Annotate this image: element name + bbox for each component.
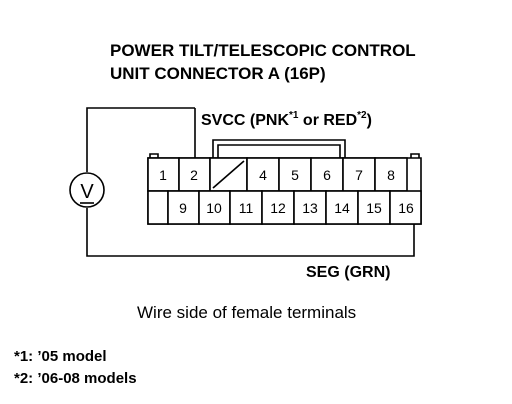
pin-cell-4 — [246, 157, 280, 192]
pin-cell-10 — [198, 190, 231, 225]
pin-cell-12 — [261, 190, 295, 225]
pin-label: 12 — [270, 200, 286, 216]
footnote-2: *2: ’06-08 models — [14, 370, 137, 387]
title-line-2: UNIT CONNECTOR A (16P) — [110, 64, 326, 83]
svcc-label-close: ) — [367, 112, 372, 129]
pin-label: 1 — [159, 167, 167, 183]
pin-label: 16 — [398, 200, 414, 216]
connector-latch — [212, 139, 346, 158]
empty-pin-slash — [212, 160, 245, 189]
pin-label: 11 — [239, 200, 254, 216]
pin-cell-7 — [342, 157, 376, 192]
connector-16p: 1 2 4 5 6 7 8 9 10 11 12 13 14 15 16 — [147, 139, 422, 225]
pin-label: 14 — [334, 200, 350, 216]
svcc-footnote-ref-1: *1 — [289, 110, 299, 121]
pin-label: 6 — [323, 167, 331, 183]
pin-cell-5 — [278, 157, 312, 192]
svcc-label-or: or RED — [298, 112, 357, 129]
svcc-label-main: SVCC (PNK — [201, 112, 289, 129]
diagram-caption: Wire side of female terminals — [137, 303, 356, 322]
pin-label: 4 — [259, 167, 267, 183]
bottom-row — [147, 190, 422, 225]
title-line-1: POWER TILT/TELESCOPIC CONTROL — [110, 41, 416, 60]
top-row — [147, 157, 408, 192]
voltmeter-icon: V — [69, 172, 105, 208]
pin-label: 2 — [190, 167, 198, 183]
pin-label: 9 — [179, 200, 187, 216]
pin-label: 15 — [366, 200, 382, 216]
seg-label: SEG (GRN) — [306, 264, 390, 281]
voltmeter-symbol: V — [80, 181, 94, 203]
svcc-footnote-ref-2: *2 — [357, 110, 367, 121]
pin-cell-15 — [357, 190, 391, 225]
pin-cell-9 — [167, 190, 200, 225]
pin-cell-2 — [178, 157, 211, 192]
pin-label: 13 — [302, 200, 318, 216]
pin-label: 7 — [355, 167, 363, 183]
svcc-label: SVCC (PNK*1 or RED*2) — [201, 110, 372, 129]
pin-cell-blank — [147, 190, 169, 225]
pin-label: 5 — [291, 167, 299, 183]
pin-label: 10 — [206, 200, 222, 216]
test-lead-wire — [86, 107, 415, 257]
pin-label: 8 — [387, 167, 395, 183]
footnote-1: *1: ’05 model — [14, 348, 107, 365]
pin-cell-16 — [389, 190, 422, 225]
